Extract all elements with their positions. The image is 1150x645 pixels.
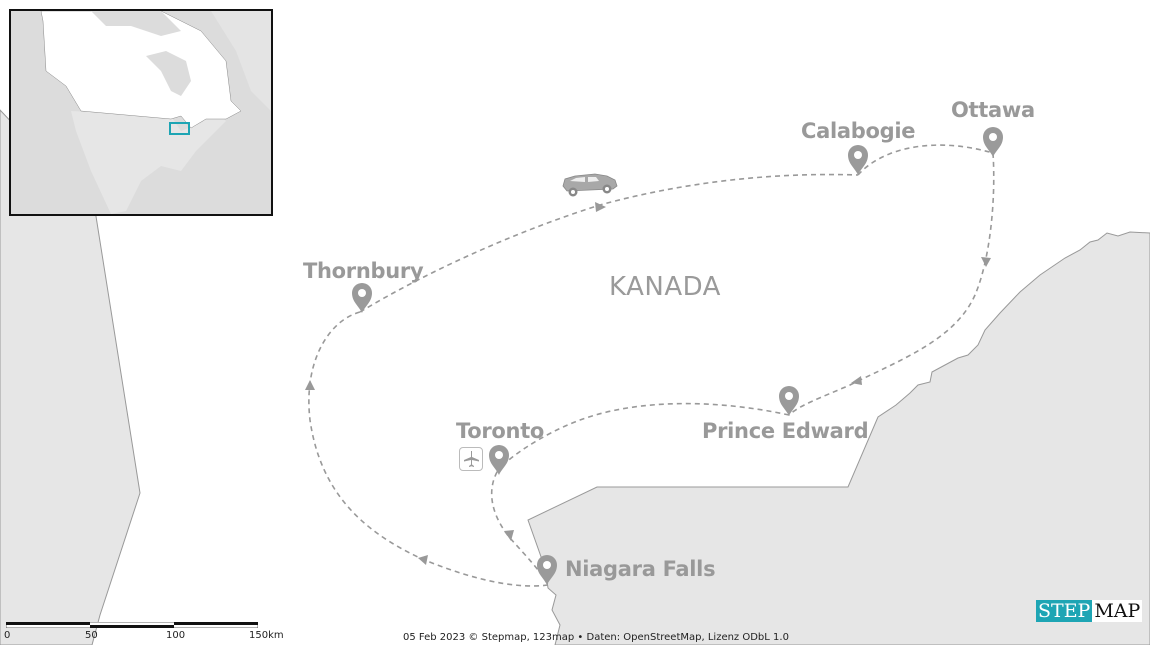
arrow-icon — [851, 376, 862, 385]
inset-map-canvas — [11, 11, 271, 214]
place-label-toronto: Toronto — [456, 419, 545, 443]
scale-bar — [6, 622, 258, 628]
scale-tick-150: 150km — [249, 630, 284, 641]
logo-part-step: STEP — [1036, 600, 1093, 622]
inset-overview-map[interactable] — [9, 9, 273, 216]
map-pin-icon[interactable] — [983, 127, 1003, 157]
stepmap-logo[interactable]: STEP MAP — [1036, 600, 1143, 622]
airplane-icon — [464, 451, 479, 467]
arrow-icon — [418, 555, 428, 565]
route-arrows — [305, 202, 991, 565]
arrow-icon — [595, 202, 606, 212]
scale-tick-100: 100 — [166, 630, 186, 641]
car-icon — [562, 173, 618, 197]
map-pin-icon[interactable] — [779, 386, 799, 416]
map-pin-icon[interactable] — [537, 555, 557, 585]
place-label-ottawa: Ottawa — [951, 98, 1035, 122]
place-label-calabogie: Calabogie — [801, 119, 916, 143]
land-usa-southeast — [527, 231, 1150, 645]
map-pin-icon[interactable] — [489, 445, 509, 475]
arrow-icon — [504, 530, 514, 541]
scale-tick-50: 50 — [85, 630, 98, 641]
map-pin-icon[interactable] — [352, 283, 372, 313]
place-label-prince-edward: Prince Edward — [702, 419, 869, 443]
markers — [352, 127, 1003, 585]
airport-badge — [459, 447, 483, 471]
arrow-icon — [305, 380, 315, 390]
arrow-icon — [981, 257, 991, 267]
logo-part-map: MAP — [1092, 600, 1143, 622]
attribution-text: 05 Feb 2023 © Stepmap, 123map • Daten: O… — [403, 632, 789, 643]
place-label-niagara-falls: Niagara Falls — [565, 557, 716, 581]
country-label: KANADA — [609, 272, 721, 302]
place-label-thornbury: Thornbury — [303, 259, 424, 283]
map-pin-icon[interactable] — [848, 145, 868, 175]
scale-tick-0: 0 — [4, 630, 11, 641]
